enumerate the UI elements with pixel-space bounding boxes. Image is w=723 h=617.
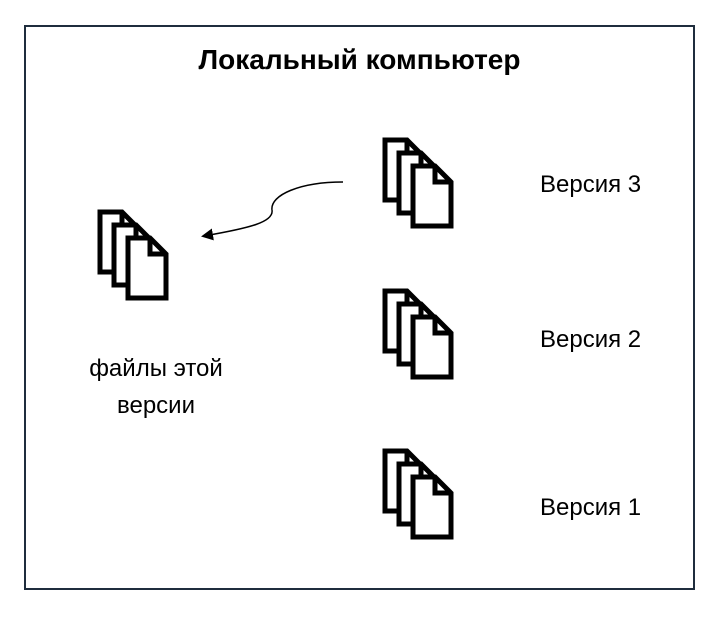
- working-copy-files-icon: [100, 212, 166, 298]
- version-1-files-icon: [385, 451, 451, 537]
- working-copy-label: файлы этой версии: [68, 350, 244, 424]
- diagram-title: Локальный компьютер: [198, 44, 521, 75]
- checkout-arrow: [201, 181, 344, 241]
- version-3-files-icon: [385, 140, 451, 226]
- version-3-label: Версия 3: [540, 171, 642, 198]
- local-computer-frame: [24, 25, 695, 590]
- version-2-files-icon: [385, 291, 451, 377]
- working-copy-label-line2: версии: [117, 392, 195, 419]
- version-2-label: Версия 2: [540, 326, 642, 353]
- working-copy-label-line1: файлы этой: [89, 355, 223, 382]
- version-1-label: Версия 1: [540, 494, 642, 521]
